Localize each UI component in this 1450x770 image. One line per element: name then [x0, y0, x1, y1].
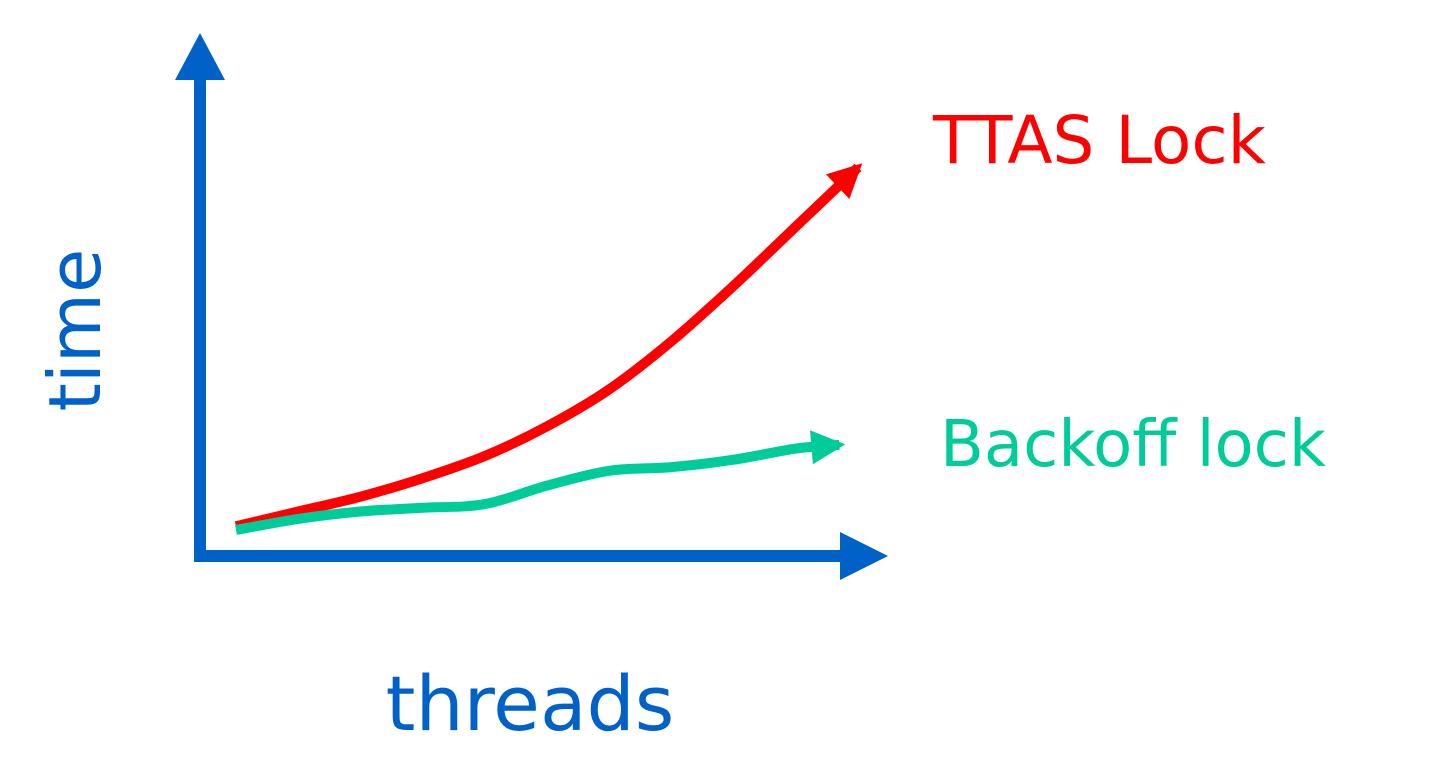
x-axis-label: threads	[386, 659, 675, 748]
y-axis-label: time	[33, 249, 117, 412]
series-label-ttas-lock: TTAS Lock	[932, 102, 1267, 179]
series-line-backoff-lock	[235, 439, 840, 535]
x-axis-arrowhead	[840, 532, 888, 580]
series-layer	[234, 163, 863, 535]
series-arrowhead-backoff-lock	[810, 430, 846, 465]
axes	[175, 33, 888, 580]
series-arrowhead-ttas-lock	[826, 163, 863, 199]
y-axis-arrowhead	[175, 33, 225, 80]
series-label-backoff-lock: Backoff lock	[940, 408, 1326, 482]
series-line-ttas-lock	[234, 163, 862, 532]
